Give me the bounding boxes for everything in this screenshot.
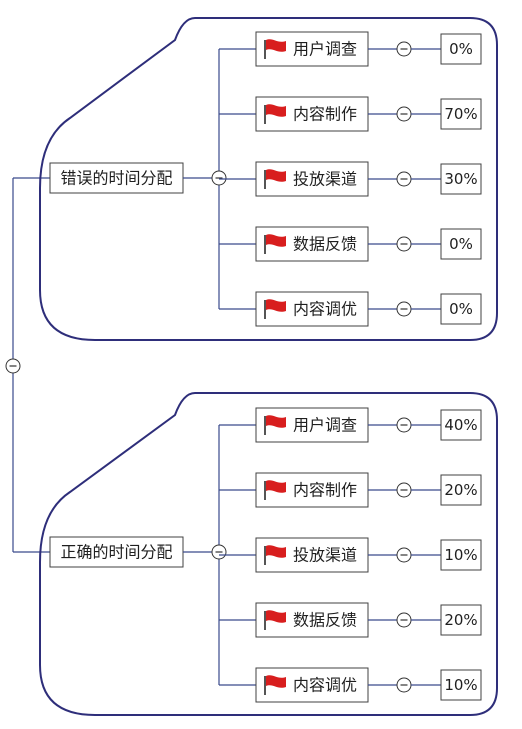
red-flag-icon: [266, 39, 286, 52]
task-label: 内容调优: [293, 676, 357, 695]
value-node[interactable]: [440, 669, 482, 701]
value-label: 0%: [449, 235, 473, 253]
value-label: 40%: [444, 416, 477, 434]
red-flag-icon: [266, 480, 286, 493]
value-label: 0%: [449, 300, 473, 318]
red-flag-icon: [266, 299, 286, 312]
red-flag-icon: [266, 104, 286, 117]
value-node[interactable]: [440, 293, 482, 325]
value-label: 30%: [444, 170, 477, 188]
task-label: 用户调查: [293, 416, 357, 435]
group-title: 正确的时间分配: [60, 543, 172, 562]
value-node[interactable]: [440, 474, 482, 506]
group-boundary-0: [39, 17, 498, 341]
value-node[interactable]: [440, 98, 482, 130]
task-label: 内容制作: [293, 105, 357, 124]
value-label: 70%: [444, 105, 477, 123]
task-label: 数据反馈: [293, 235, 357, 254]
red-flag-icon: [266, 415, 286, 428]
red-flag-icon: [266, 545, 286, 558]
group-title-node[interactable]: [49, 162, 184, 194]
group-title: 错误的时间分配: [60, 169, 172, 188]
value-node[interactable]: [440, 163, 482, 195]
value-node[interactable]: [440, 409, 482, 441]
group-title-node[interactable]: [49, 536, 184, 568]
value-node[interactable]: [440, 33, 482, 65]
task-label: 内容调优: [293, 300, 357, 319]
task-label: 内容制作: [293, 481, 357, 500]
task-label: 数据反馈: [293, 611, 357, 630]
value-node[interactable]: [440, 604, 482, 636]
red-flag-icon: [266, 234, 286, 247]
task-label: 投放渠道: [293, 546, 357, 565]
value-node[interactable]: [440, 539, 482, 571]
value-label: 0%: [449, 40, 473, 58]
value-node[interactable]: [440, 228, 482, 260]
task-label: 投放渠道: [293, 170, 357, 189]
value-label: 20%: [444, 611, 477, 629]
value-label: 10%: [444, 676, 477, 694]
red-flag-icon: [266, 169, 286, 182]
red-flag-icon: [266, 675, 286, 688]
value-label: 20%: [444, 481, 477, 499]
value-label: 10%: [444, 546, 477, 564]
red-flag-icon: [266, 610, 286, 623]
task-label: 用户调查: [293, 40, 357, 59]
group-boundary-1: [39, 392, 498, 716]
